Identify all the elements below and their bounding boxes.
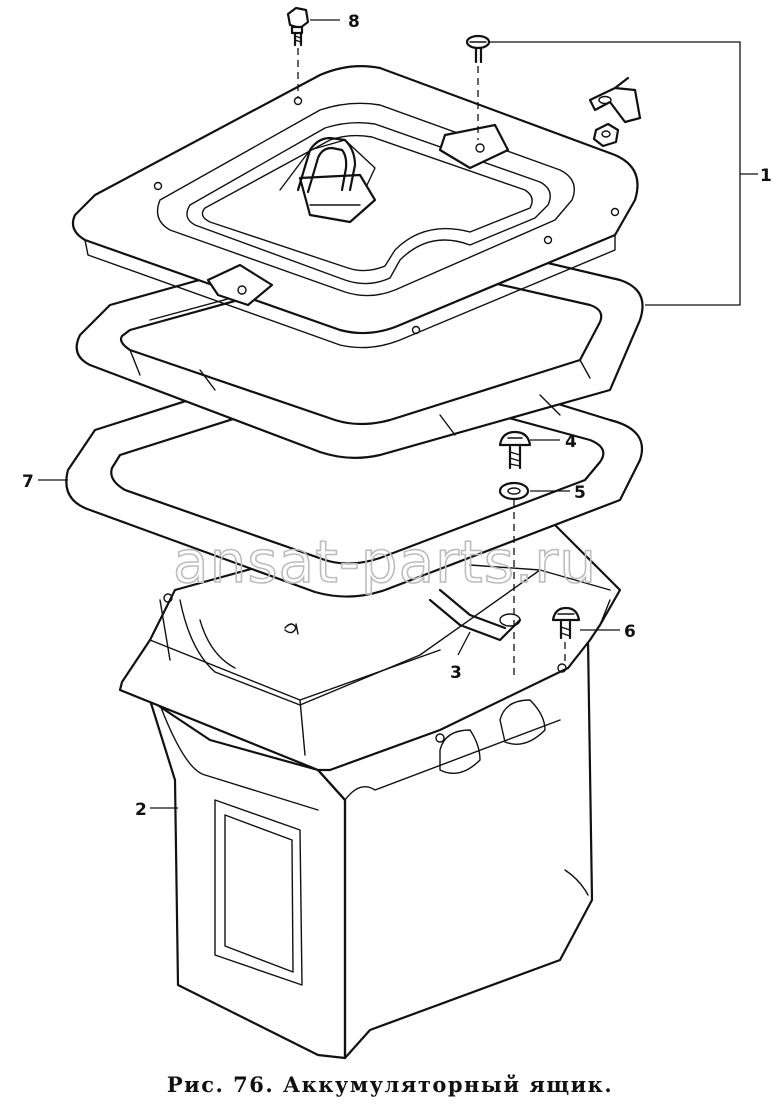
callout-1: 1 [760, 166, 772, 186]
box-flange [118, 498, 622, 772]
bolt-8 [286, 6, 310, 98]
callout-3: 3 [450, 663, 462, 683]
callout-8: 8 [348, 12, 360, 32]
screw-cover [465, 34, 491, 140]
figure-caption: Рис. 76. Аккумуляторный ящик. [167, 1072, 613, 1097]
washer-5 [498, 481, 530, 680]
screw-6 [551, 606, 581, 665]
callout-6: 6 [624, 622, 636, 642]
watermark-text: ansat-parts.ru [173, 528, 597, 596]
battery-cover [71, 65, 639, 349]
callout-4: 4 [565, 432, 577, 452]
callout-7: 7 [22, 472, 34, 492]
callout-5: 5 [574, 483, 586, 503]
latch-clip [588, 76, 642, 148]
callout-2: 2 [135, 800, 147, 820]
flange-mark [284, 623, 299, 635]
bolt-4 [498, 430, 532, 470]
callout-leaders [38, 19, 758, 809]
